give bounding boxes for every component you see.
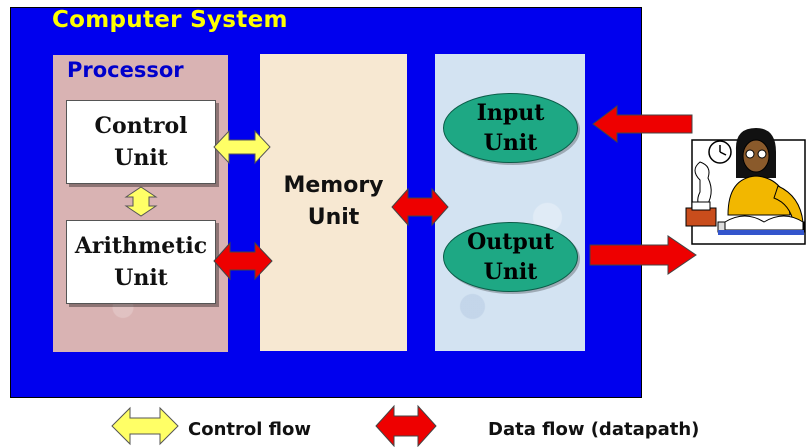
data-flow-arrow-arithmetic-memory <box>213 241 273 281</box>
legend-data-flow-arrow <box>375 404 437 447</box>
arithmetic-unit-box: Arithmetic Unit <box>66 220 216 304</box>
processor-title: Processor <box>67 58 184 82</box>
control-unit-label-line1: Control <box>94 113 188 139</box>
input-unit-ellipse: Input Unit <box>443 93 578 163</box>
input-unit-label-line2: Unit <box>483 130 538 156</box>
memory-unit-label-line2: Unit <box>307 205 360 230</box>
control-flow-arrow-control-arithmetic <box>124 186 158 217</box>
data-flow-arrow-memory-io <box>391 187 449 227</box>
memory-unit-label: Memory Unit <box>260 170 407 234</box>
legend-control-flow-label: Control flow <box>188 419 312 440</box>
legend-control-flow-arrow <box>111 406 179 446</box>
data-flow-arrow-output-to-user <box>589 235 697 275</box>
computer-system-title: Computer System <box>52 7 288 33</box>
person-at-desk-icon <box>685 128 806 245</box>
arithmetic-unit-label-line2: Unit <box>114 265 168 291</box>
input-unit-label-line1: Input <box>476 100 545 126</box>
output-unit-label-line2: Unit <box>483 259 538 285</box>
control-unit-label-line2: Unit <box>114 145 168 171</box>
arithmetic-unit-label-line1: Arithmetic <box>74 233 208 259</box>
control-flow-arrow-control-memory <box>213 129 271 165</box>
legend-data-flow-label: Data flow (datapath) <box>488 419 700 440</box>
control-unit-box: Control Unit <box>66 100 216 184</box>
output-unit-ellipse: Output Unit <box>443 222 578 292</box>
output-unit-label-line1: Output <box>467 229 554 255</box>
data-flow-arrow-user-to-input <box>592 105 693 143</box>
memory-unit-panel <box>260 54 407 351</box>
memory-unit-label-line1: Memory <box>283 173 384 198</box>
